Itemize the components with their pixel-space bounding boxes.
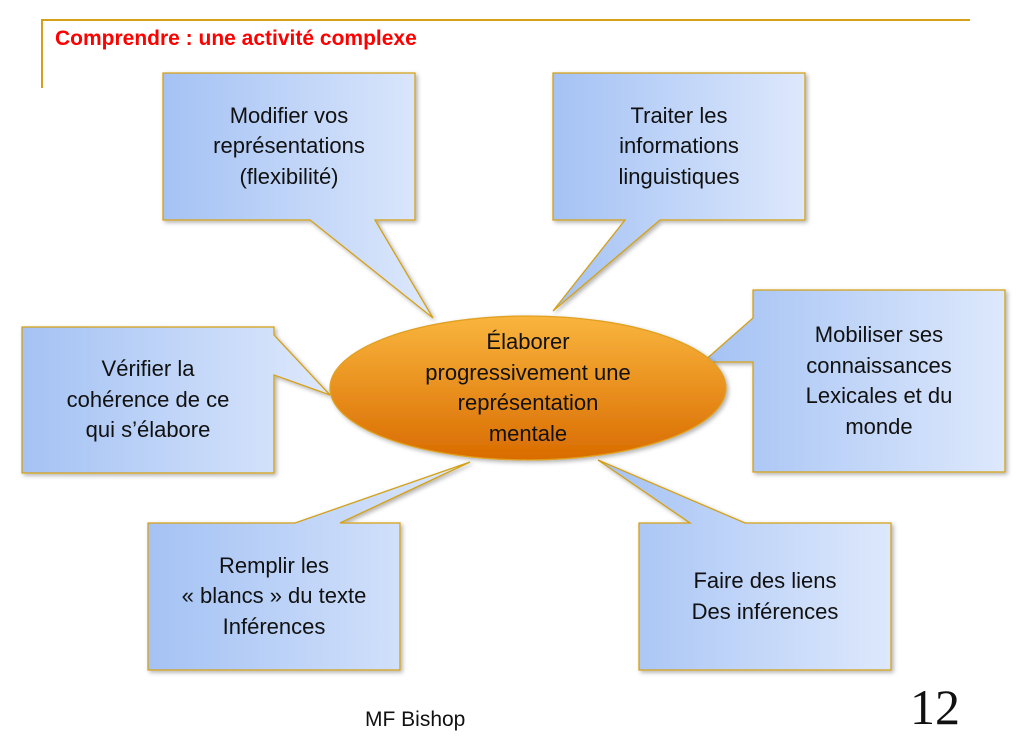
footer-author: MF Bishop xyxy=(365,708,466,731)
callout-verifier: Vérifier la cohérence de ce qui s’élabor… xyxy=(66,356,230,443)
page-number: 12 xyxy=(910,679,960,735)
callout-shape-remplir xyxy=(147,461,471,671)
slide-title: Comprendre : une activité complexe xyxy=(55,27,417,50)
callout-mobiliser: Mobiliser ses connaissances Lexicales et… xyxy=(805,322,953,439)
callout-shape-traiter xyxy=(552,72,806,312)
center-text: Élaborer progressivement une représentat… xyxy=(425,329,631,446)
callout-shape-mobiliser xyxy=(701,289,1006,473)
callout-shape-modifier xyxy=(162,72,434,319)
center-ellipse xyxy=(329,315,727,461)
callout-modifier: Modifier vos représentations (flexibilit… xyxy=(213,102,365,189)
title-rule xyxy=(41,19,970,88)
callout-shape-verifier xyxy=(21,326,331,474)
callout-liens: Faire des liens Des inférences xyxy=(691,568,839,624)
callout-shape-liens xyxy=(597,459,892,671)
callout-remplir: Remplir les « blancs » du texte Inférenc… xyxy=(181,552,367,639)
callout-traiter: Traiter les informations linguistiques xyxy=(618,102,740,189)
